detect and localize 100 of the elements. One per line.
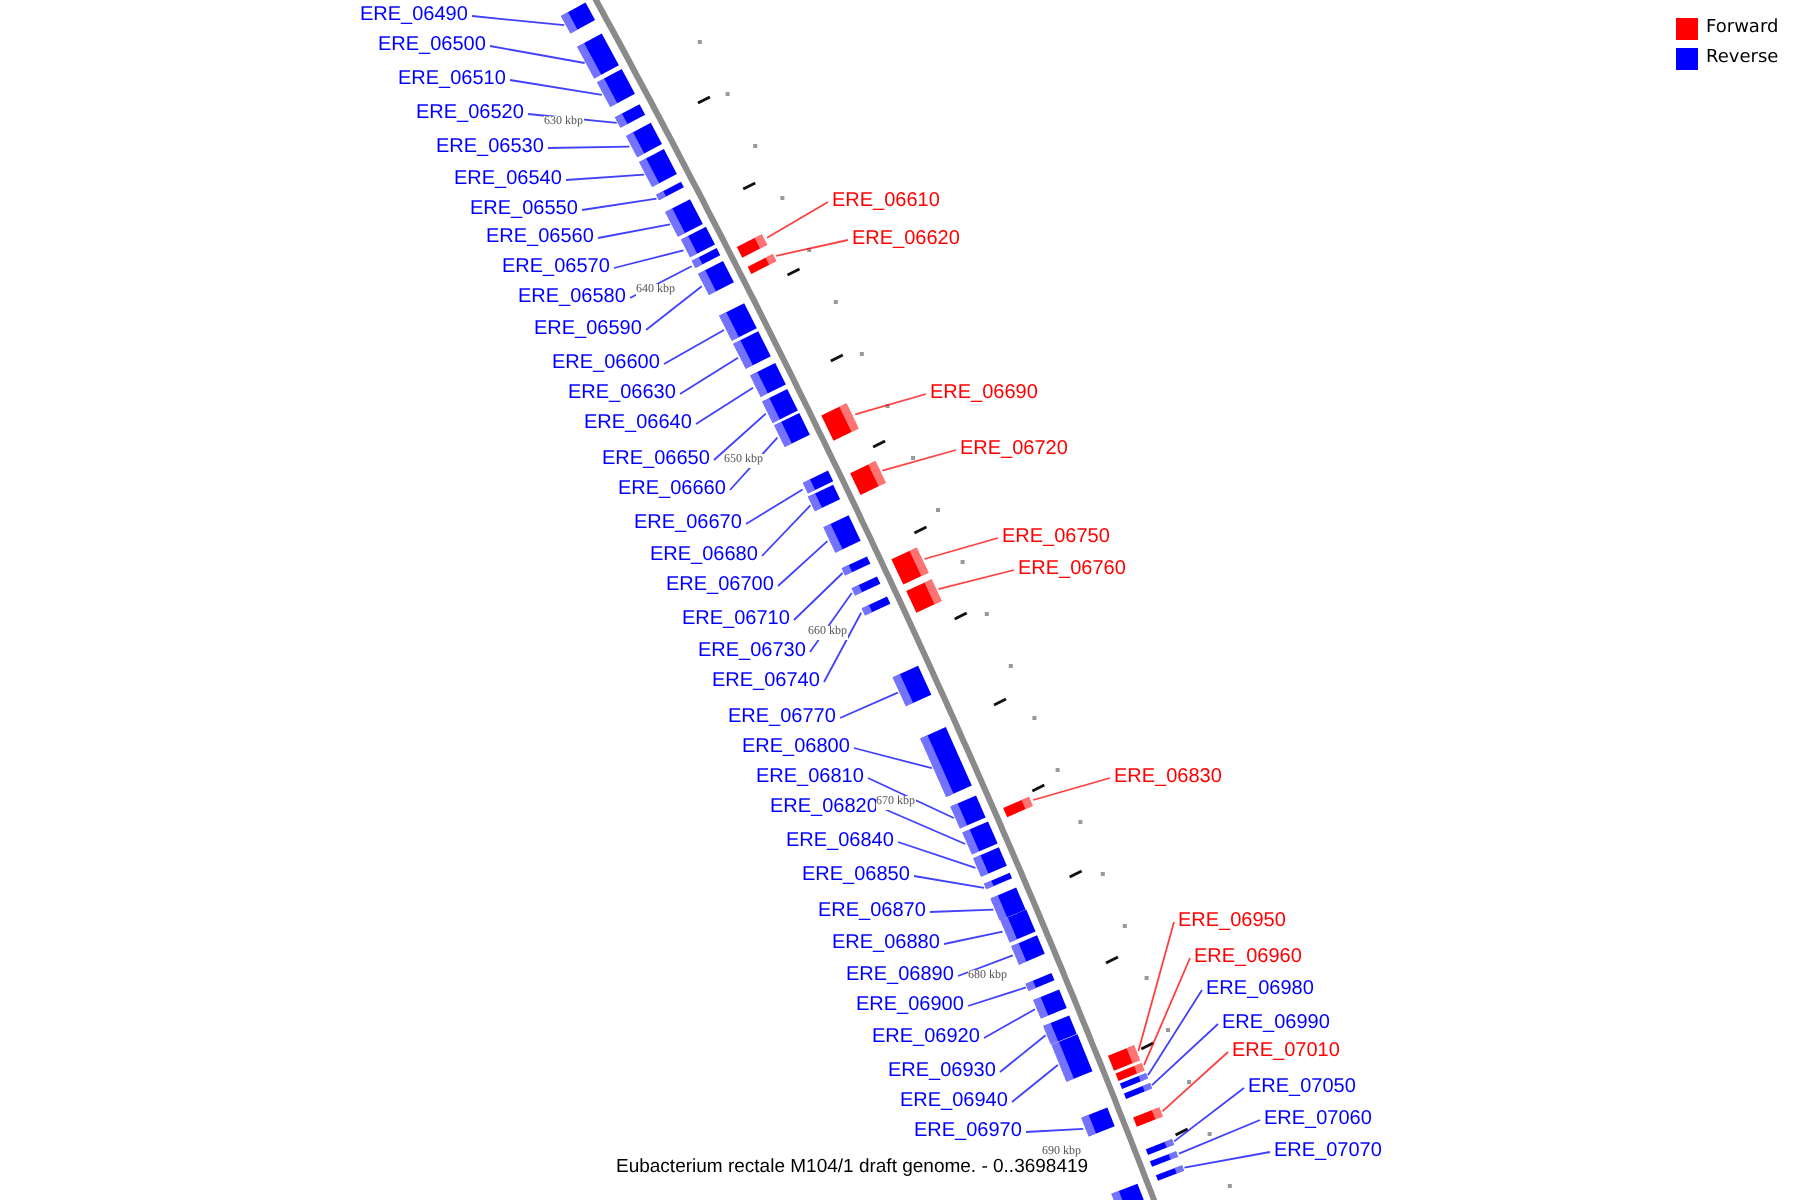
gene-label: ERE_06990 [1222, 1012, 1330, 1036]
gene-block [1003, 796, 1034, 817]
gene-label: ERE_06500 [378, 34, 486, 58]
gene-label: ERE_06940 [900, 1090, 1008, 1114]
gene-label: ERE_07010 [1232, 1040, 1340, 1064]
leader-line [983, 1008, 1036, 1039]
leader-line [713, 412, 767, 461]
leader-line [881, 807, 967, 845]
leader-line [823, 611, 863, 683]
gene-block [808, 485, 841, 512]
gene-label: ERE_06830 [1114, 766, 1222, 790]
gene-label: ERE_06730 [698, 640, 806, 664]
gene-block [906, 579, 942, 613]
gene-label: ERE_06950 [1178, 910, 1286, 934]
gene-label: ERE_06740 [712, 670, 820, 694]
gene-label: ERE_06970 [914, 1120, 1022, 1144]
leader-line [839, 691, 899, 719]
leader-line [663, 329, 725, 365]
gene-block [1010, 934, 1045, 964]
gene-block [615, 103, 646, 128]
gene-label: ERE_06800 [742, 736, 850, 760]
gene-block [733, 331, 772, 370]
gene-label: ERE_06750 [1002, 526, 1110, 550]
gene-label: ERE_06900 [856, 994, 964, 1018]
leader-line [1137, 921, 1175, 1052]
leader-line [775, 239, 849, 257]
gene-block [1107, 1044, 1140, 1070]
gene-block [861, 596, 891, 616]
leader-line [1178, 1119, 1261, 1155]
leader-line [777, 540, 829, 587]
gene-block [973, 846, 1007, 877]
leader-line [937, 569, 1015, 591]
gene-label: ERE_06620 [852, 228, 960, 252]
gene-block [1149, 1151, 1179, 1168]
gene-label: ERE_06640 [584, 412, 692, 436]
gene-label: ERE_07050 [1248, 1076, 1356, 1100]
gene-block [850, 460, 886, 495]
leader-line [745, 488, 804, 525]
leader-line [809, 592, 853, 653]
gene-block [842, 556, 872, 576]
gene-label: ERE_06540 [454, 168, 562, 192]
gene-block [1081, 1108, 1115, 1138]
gene-block [823, 515, 861, 553]
gene-label: ERE_06510 [398, 68, 506, 92]
leader-line [1143, 957, 1191, 1067]
gene-block [801, 470, 833, 494]
gene-block [1033, 988, 1067, 1018]
leader-line [929, 908, 995, 913]
gene-label: ERE_06700 [666, 574, 774, 598]
leader-line [967, 986, 1027, 1007]
gene-block [1123, 1083, 1152, 1100]
gene-label: ERE_06650 [602, 448, 710, 472]
leader-line [897, 841, 977, 869]
gene-label: ERE_06610 [832, 190, 940, 214]
leader-line [943, 930, 1004, 945]
gene-label: ERE_06960 [1194, 946, 1302, 970]
leader-line [613, 249, 685, 269]
leader-line [923, 537, 999, 560]
gene-label: ERE_07060 [1264, 1108, 1372, 1132]
gene-label: ERE_06810 [756, 766, 864, 790]
leader-line [695, 386, 754, 425]
gene-block [822, 402, 860, 441]
gene-label: ERE_06920 [872, 1026, 980, 1050]
leader-line [881, 449, 957, 472]
leader-line [597, 223, 671, 239]
leader-line [761, 504, 812, 557]
leader-line [1173, 1087, 1245, 1143]
gene-block [719, 304, 758, 342]
gene-block [1052, 1035, 1094, 1083]
gene-block [625, 122, 662, 157]
gene-label: ERE_06880 [832, 932, 940, 956]
leader-line [565, 173, 646, 181]
gene-label: ERE_06660 [618, 478, 726, 502]
gene-block [891, 547, 929, 585]
gene-block [1155, 1165, 1184, 1182]
leader-line [793, 572, 844, 621]
gene-block [950, 795, 987, 829]
gene-block [774, 413, 810, 448]
gene-label: ERE_06720 [960, 438, 1068, 462]
gene-label: ERE_06870 [818, 900, 926, 924]
caption: Eubacterium rectale M104/1 draft genome. - 0..3698419 [616, 1156, 1089, 1180]
leader-line [957, 954, 1014, 977]
gene-label: ERE_06690 [930, 382, 1038, 406]
leader-line [679, 356, 739, 395]
gene-label: ERE_06930 [888, 1060, 996, 1084]
gene-block [639, 148, 678, 187]
leader-line [766, 201, 829, 239]
gene-block [737, 233, 768, 257]
leader-line [581, 197, 658, 211]
gene-label: ERE_06600 [552, 352, 660, 376]
gene-label: ERE_06590 [534, 318, 642, 342]
gene-label: ERE_06850 [802, 864, 910, 888]
gene-label: ERE_06710 [682, 608, 790, 632]
gene-label: ERE_06530 [436, 136, 544, 160]
leader-line [1011, 1064, 1059, 1103]
gene-block [920, 726, 973, 797]
gene-block [698, 261, 734, 296]
gene-block [1132, 1107, 1163, 1127]
gene-label: ERE_06760 [1018, 558, 1126, 582]
leader-line [489, 45, 586, 64]
